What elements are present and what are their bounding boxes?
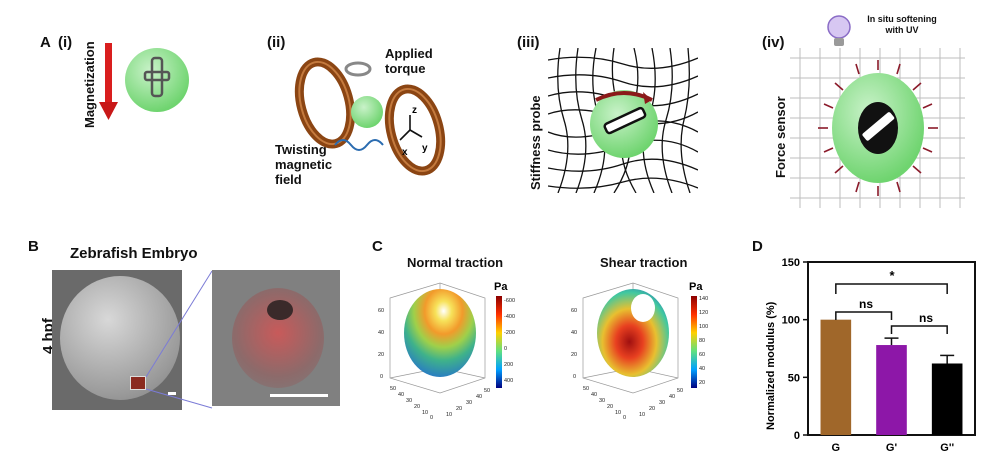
svg-text:30: 30 [599,398,605,404]
svg-text:-400: -400 [504,314,515,320]
svg-text:10: 10 [446,412,452,418]
svg-text:0: 0 [504,346,507,352]
shear-unit: Pa [689,281,703,293]
svg-text:20: 20 [456,406,462,412]
svg-text:50: 50 [583,386,589,392]
svg-text:100: 100 [699,324,708,330]
svg-text:120: 120 [699,310,708,316]
normal-traction-title: Normal traction [407,255,504,270]
embryo-image [52,270,182,410]
svg-text:40: 40 [699,366,705,372]
uv-softening-label: In situ softening with UV [867,14,937,35]
zoom-lines [145,270,213,409]
svg-text:40: 40 [571,330,577,336]
svg-text:0: 0 [430,415,433,421]
sig-bracket [890,325,948,334]
shear-traction-plot: Pa 140 120 100 80 60 40 20 60 40 20 0 50… [571,281,708,421]
lightbulb-icon [827,15,851,46]
svg-text:80: 80 [699,338,705,344]
svg-text:20: 20 [607,404,613,410]
sig-star: * [889,268,895,283]
panel-a-ii-figure: x y z [294,57,446,176]
svg-text:50: 50 [484,388,490,394]
sig-bracket [835,283,948,294]
panel-b-letter: B [28,238,39,255]
svg-text:40: 40 [476,394,482,400]
axis-y-label: y [422,143,428,154]
svg-text:140: 140 [699,296,708,302]
svg-text:50: 50 [390,386,396,392]
svg-text:20: 20 [378,352,384,358]
axis-z-label: z [412,105,417,116]
panel-c-letter: C [372,238,383,255]
sig-ns-2: ns [919,311,933,325]
svg-text:10: 10 [639,412,645,418]
svg-text:20: 20 [699,380,705,386]
sig-bracket [835,311,893,320]
svg-text:50: 50 [677,388,683,394]
svg-text:-600: -600 [504,298,515,304]
shear-traction-title: Shear traction [600,255,688,270]
axis-x-label: x [402,147,408,158]
panel-a-i-label: (i) [58,34,73,51]
y-tick-label: 50 [788,372,800,384]
y-tick-label: 0 [794,430,800,442]
svg-text:30: 30 [659,400,665,406]
y-tick-label: 100 [782,315,800,327]
twisting-field-label: Twisting magnetic field [275,142,333,187]
panel-a-iv-label: (iv) [762,34,785,51]
zebrafish-title: Zebrafish Embryo [70,245,198,262]
normal-unit: Pa [494,281,508,293]
stiffness-probe-label: Stiffness probe [528,95,543,190]
bar-3 [931,363,963,435]
bar-2 [876,345,907,435]
panel-a-iii-label: (iii) [517,34,540,51]
zoom-image [212,270,340,406]
panel-d-letter: D [752,238,763,255]
svg-text:40: 40 [669,394,675,400]
svg-text:60: 60 [699,352,705,358]
svg-text:0: 0 [623,415,626,421]
x-tick-label: G' [886,442,898,454]
svg-text:20: 20 [571,352,577,358]
svg-text:200: 200 [504,362,513,368]
sig-ns-1: ns [859,297,873,311]
applied-torque-label: Applied torque [385,46,433,76]
svg-text:0: 0 [380,374,383,380]
panel-a-i-figure [99,43,189,120]
svg-text:60: 60 [571,308,577,314]
panel-a-iii-figure [548,48,698,193]
normal-traction-plot: Pa -600 -400 -200 0 200 400 60 40 20 0 5… [378,281,515,421]
svg-text:10: 10 [615,410,621,416]
svg-text:0: 0 [573,374,576,380]
bar-1 [820,319,852,435]
panel-a-iv-figure [790,48,965,208]
svg-text:-200: -200 [504,330,515,336]
x-tick-label: G [832,442,841,454]
svg-text:60: 60 [378,308,384,314]
panel-a-letter: A [40,34,51,51]
y-tick-label: 150 [782,257,800,269]
svg-text:30: 30 [406,398,412,404]
svg-text:40: 40 [591,392,597,398]
panel-a-ii-label: (ii) [267,34,286,51]
x-tick-label: G'' [940,442,954,454]
svg-text:400: 400 [504,378,513,384]
svg-text:20: 20 [414,404,420,410]
svg-text:20: 20 [649,406,655,412]
svg-text:40: 40 [378,330,384,336]
y-axis-label: Normalized modulus (%) [765,301,777,430]
svg-text:40: 40 [398,392,404,398]
force-sensor-label: Force sensor [773,96,788,178]
svg-text:10: 10 [422,410,428,416]
svg-text:30: 30 [466,400,472,406]
